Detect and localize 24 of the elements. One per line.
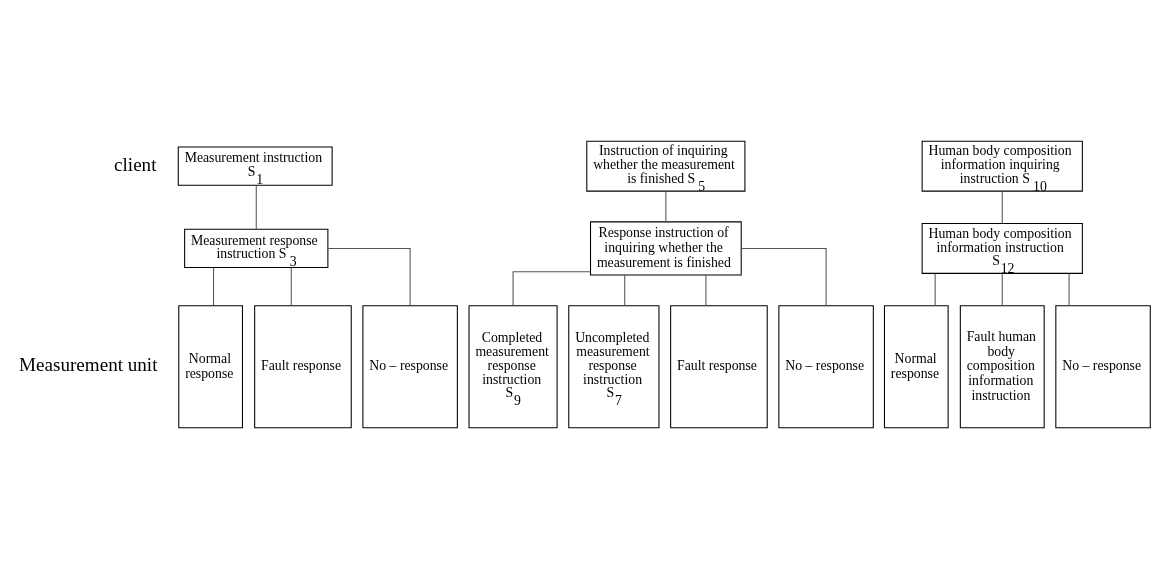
connector (1001, 273, 1003, 307)
connector (624, 274, 626, 306)
connector (1001, 190, 1003, 224)
node-box: Response instruction of inquiring whether the measurement is finished (590, 221, 742, 276)
node-box: Normal response (178, 305, 243, 429)
label: Measurement unit (19, 354, 158, 376)
node-box: Fault response (670, 305, 768, 429)
connector (327, 247, 411, 307)
connector (213, 267, 215, 306)
node-box: No – response (362, 305, 458, 429)
connector (740, 247, 827, 307)
node-box: No – response (1055, 305, 1151, 429)
node-box: Fault response (254, 305, 352, 429)
connector (705, 274, 707, 306)
connector (665, 190, 667, 223)
connector (512, 271, 591, 307)
connector (934, 273, 936, 307)
connector (1068, 273, 1070, 307)
node-box: Fault human body composition information instruction (959, 305, 1045, 429)
connector (290, 267, 292, 306)
connector (255, 185, 257, 230)
label: client (114, 153, 157, 175)
node-box: Normal response (883, 305, 949, 429)
node-box: No – response (778, 305, 874, 429)
